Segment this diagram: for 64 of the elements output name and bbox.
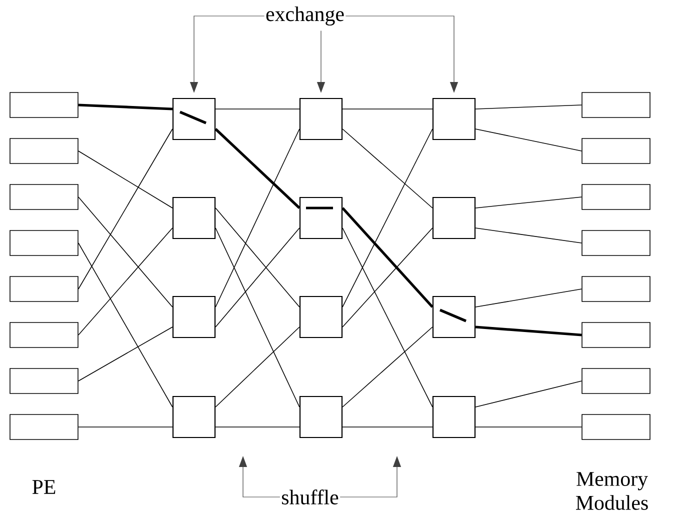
connection-line bbox=[215, 426, 300, 428]
module-box bbox=[582, 230, 650, 256]
connection-line bbox=[342, 228, 433, 408]
switch-label: exchange bbox=[266, 6, 344, 26]
connection-line bbox=[342, 128, 433, 308]
connection-line bbox=[475, 228, 582, 244]
connection-line bbox=[342, 108, 433, 110]
connection-line bbox=[215, 228, 300, 328]
switch-box bbox=[299, 296, 343, 338]
connection-line bbox=[342, 228, 433, 328]
module-box bbox=[10, 184, 78, 210]
module-box bbox=[582, 92, 650, 118]
connection-line bbox=[342, 326, 433, 408]
module-box bbox=[10, 368, 78, 394]
label: PE bbox=[32, 480, 56, 494]
connection-line bbox=[342, 128, 433, 208]
switch-box bbox=[172, 396, 216, 438]
connection-line bbox=[475, 196, 582, 208]
connection-line bbox=[342, 426, 433, 428]
connection-line bbox=[78, 104, 173, 110]
connection-line bbox=[78, 150, 173, 208]
connection-line bbox=[215, 108, 300, 110]
module-box bbox=[582, 138, 650, 164]
label: Memory Modules bbox=[576, 472, 648, 510]
switch-box bbox=[172, 196, 216, 240]
connection-line bbox=[475, 380, 582, 408]
connection-line bbox=[215, 326, 300, 408]
module-box bbox=[582, 184, 650, 210]
connection-line bbox=[78, 196, 173, 308]
connection-line bbox=[215, 228, 300, 408]
module-box bbox=[582, 414, 650, 440]
connection-line bbox=[342, 207, 434, 308]
connection-line bbox=[78, 242, 173, 408]
module-box bbox=[10, 138, 78, 164]
connection-line bbox=[78, 128, 173, 290]
switch-label: shuffle bbox=[282, 490, 338, 504]
connection-line bbox=[78, 326, 173, 382]
module-box bbox=[10, 414, 78, 440]
connection-line bbox=[475, 104, 582, 110]
connection-line bbox=[78, 426, 173, 428]
module-box bbox=[10, 322, 78, 348]
switch-box bbox=[299, 396, 343, 438]
connection-line bbox=[475, 288, 582, 308]
switch-box bbox=[432, 296, 476, 338]
module-box bbox=[10, 276, 78, 302]
switch-box bbox=[432, 396, 476, 438]
module-box bbox=[582, 368, 650, 394]
switch-box bbox=[172, 98, 216, 140]
connection-line bbox=[214, 128, 300, 209]
switch-box bbox=[299, 196, 343, 240]
connection-line bbox=[215, 128, 300, 308]
switch-box bbox=[172, 296, 216, 338]
switch-box bbox=[299, 98, 343, 140]
module-box bbox=[582, 322, 650, 348]
module-box bbox=[10, 92, 78, 118]
connection-line bbox=[78, 228, 173, 336]
connection-line bbox=[475, 326, 582, 336]
module-box bbox=[10, 230, 78, 256]
switch-box bbox=[432, 98, 476, 140]
module-box bbox=[582, 276, 650, 302]
connection-line bbox=[475, 128, 582, 152]
switch-box bbox=[432, 196, 476, 240]
connection-line bbox=[215, 208, 300, 308]
connection-line bbox=[475, 426, 582, 428]
